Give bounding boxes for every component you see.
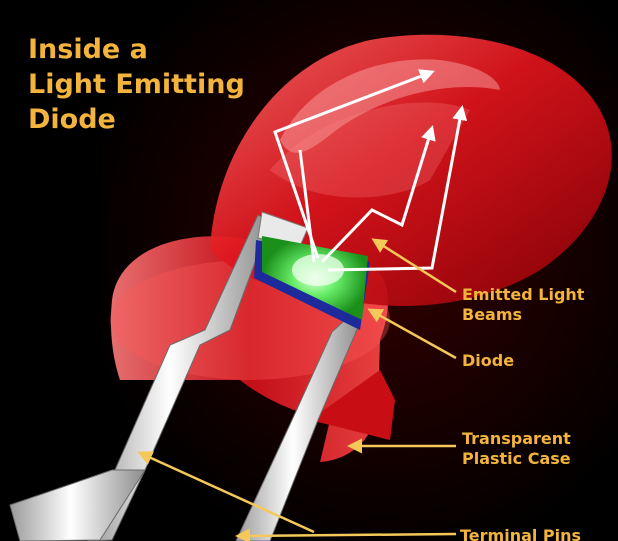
label-emitted-light-line-1: Emitted Light [462, 285, 585, 304]
title-line-2: Light Emitting [28, 69, 245, 100]
title-line-3: Diode [28, 104, 116, 135]
label-terminal-pins: Terminal Pins [460, 526, 581, 541]
label-emitted-light-line-2: Beams [462, 305, 522, 324]
title-line-1: Inside a [28, 34, 148, 65]
label-case-line-2: Plastic Case [462, 449, 571, 468]
label-transparent-plastic-case: Transparent Plastic Case [462, 429, 576, 468]
label-diode: Diode [462, 351, 514, 370]
label-case-line-1: Transparent [462, 429, 571, 448]
